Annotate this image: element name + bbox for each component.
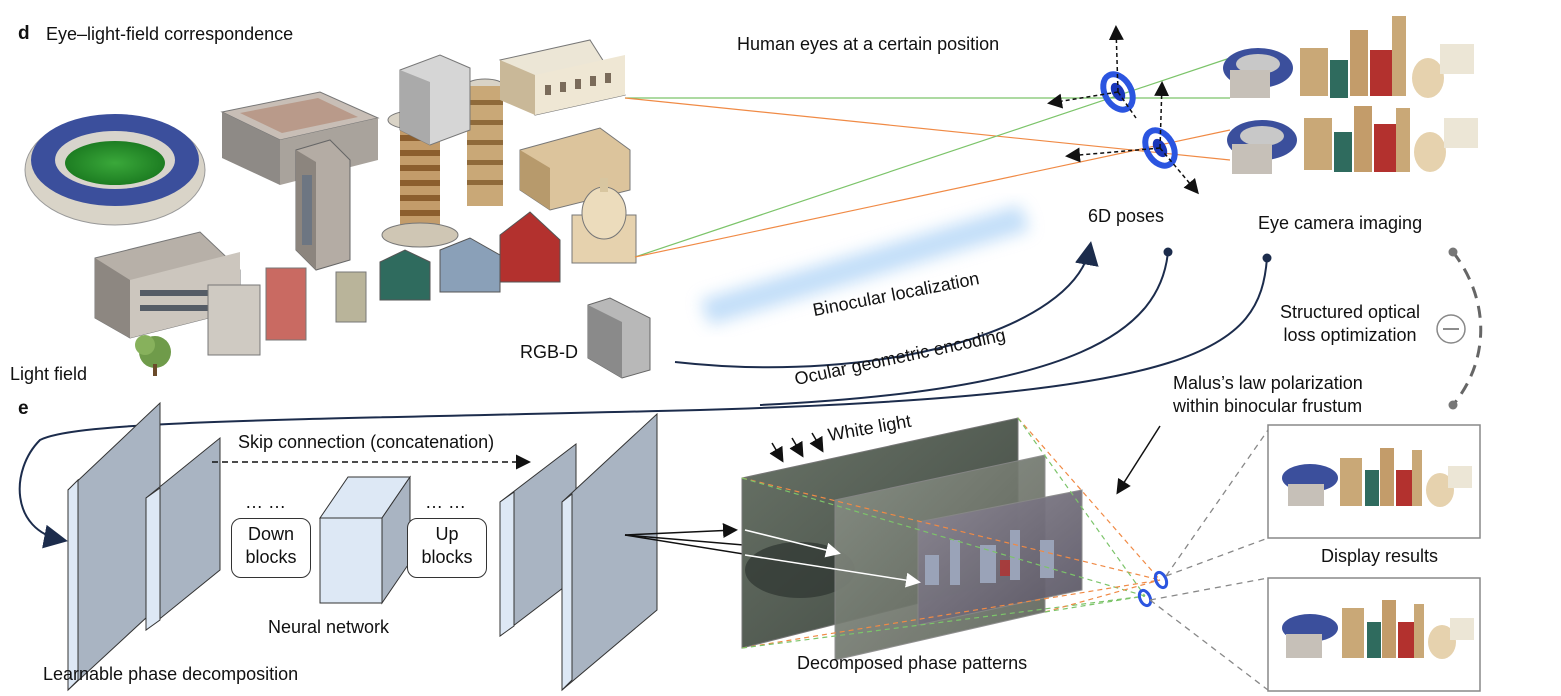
- projection-lines: [624, 57, 1231, 258]
- eye-camera-label: Eye camera imaging: [1258, 213, 1423, 233]
- capitol-model: [571, 178, 637, 264]
- tall-tower-model: [295, 139, 351, 271]
- phase-pattern-stack: [741, 417, 1083, 661]
- dots-left: … …: [245, 492, 287, 512]
- input-phase-panel: [67, 401, 161, 692]
- malus-label-2: within binocular frustum: [1173, 396, 1363, 416]
- up-blocks-line-2: blocks: [421, 546, 473, 567]
- tree-model: [135, 335, 171, 376]
- stadium-model: [24, 114, 206, 226]
- office-cluster-model: [399, 39, 626, 146]
- panel-d-letter: d: [18, 23, 30, 44]
- network-panels: [67, 401, 921, 692]
- learnable-label: Learnable phase decomposition: [43, 664, 299, 684]
- display-results-label: Display results: [1321, 546, 1439, 566]
- rgbd-camera-model: [587, 297, 651, 379]
- up-blocks-box: Up blocks: [407, 518, 487, 578]
- rgbd-label: RGB-D: [520, 342, 578, 362]
- bottleneck-block: [319, 475, 411, 605]
- loss-arc: [1436, 247, 1483, 410]
- encoder-panel: [145, 436, 221, 632]
- small-buildings-model: [207, 211, 561, 356]
- human-eyes-label: Human eyes at a certain position: [737, 34, 1000, 54]
- dots-right: … …: [425, 492, 467, 512]
- malus-arrow: [1116, 425, 1161, 495]
- down-blocks-box: Down blocks: [231, 518, 311, 578]
- panel-e-letter: e: [18, 398, 29, 419]
- down-blocks-line-2: blocks: [245, 546, 297, 567]
- light-field-label: Light field: [10, 364, 88, 384]
- frustum-lines: [741, 417, 1161, 649]
- structured-label-2: loss optimization: [1283, 325, 1417, 345]
- down-blocks-line-1: Down: [247, 524, 295, 544]
- white-light-arrows: [769, 432, 824, 463]
- small-eyes: [1137, 570, 1169, 608]
- structured-label-1: Structured optical: [1279, 302, 1421, 322]
- phase-pattern-3: [917, 489, 1083, 626]
- eye-camera-image-bottom: [1227, 106, 1478, 174]
- panel-d-title: Eye–light-field correspondence: [46, 24, 294, 44]
- up-blocks-line-1: Up: [435, 524, 459, 544]
- eye-camera-image-top: [1223, 16, 1474, 98]
- light-field-city: [24, 39, 651, 379]
- display-connectors: [1149, 429, 1269, 691]
- neural-network-label: Neural network: [268, 617, 390, 637]
- poses-label: 6D poses: [1088, 206, 1165, 226]
- skip-connection-label: Skip connection (concatenation): [238, 432, 495, 452]
- display-result-bottom: [1267, 577, 1481, 692]
- decomposed-label: Decomposed phase patterns: [797, 653, 1028, 673]
- output-phase-panel: [561, 412, 658, 692]
- light-beam: [700, 205, 1030, 325]
- pose-axes: [1047, 25, 1199, 195]
- display-result-top: [1267, 424, 1481, 539]
- navy-flow-arrows: [18, 241, 1272, 549]
- malus-label-1: Malus’s law polarization: [1173, 373, 1363, 393]
